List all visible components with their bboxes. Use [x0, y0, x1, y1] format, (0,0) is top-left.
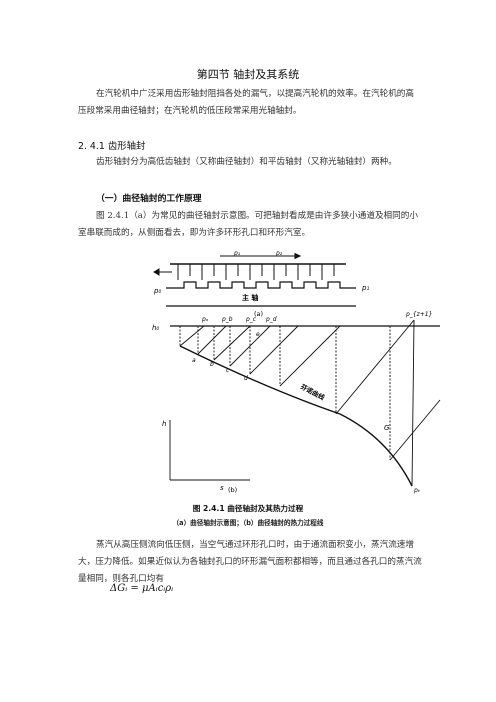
- subsub-heading: （一）曲径轴封的工作原理: [96, 194, 202, 204]
- label-d: d: [244, 375, 248, 382]
- label-h-axis: h: [162, 420, 166, 428]
- label-s-axis: s: [220, 484, 224, 492]
- isobar-lines: [179, 319, 441, 461]
- leakage-formula: ΔGᵢ = μAᵢcᵢρᵢ: [110, 583, 174, 594]
- figure-caption: 图 2.4.1 曲径轴封及其热力过程: [192, 504, 304, 513]
- figure-subcaption: （a）曲径轴封示意图；（b）曲径轴封的热力过程线: [172, 519, 324, 527]
- label-shaft: 主 轴: [242, 293, 258, 302]
- label-b: b: [210, 361, 214, 368]
- hs-diagram: [169, 319, 441, 487]
- label-c: c: [226, 367, 230, 374]
- subsection-paragraph: 齿形轴封分为高低齿轴封（又称曲径轴封）和平齿轴封（又称光轴轴封）两种。: [96, 157, 397, 167]
- label-sub-b: (b): [228, 486, 237, 494]
- label-G: G: [384, 424, 390, 432]
- subsection-heading: 2. 4.1 齿形轴封: [78, 141, 146, 152]
- seal-teeth: [177, 264, 335, 280]
- label-e: e: [256, 331, 260, 338]
- process-zigzag: [179, 326, 391, 460]
- label-pk: pₖ: [413, 487, 421, 494]
- seal-schematic: [153, 252, 356, 307]
- label-a: a: [192, 357, 196, 364]
- label-pd: p_d: [265, 316, 277, 323]
- shaft-outline: [166, 281, 356, 289]
- label-pz1: p_{z+1}: [405, 311, 432, 318]
- label-sub-a: (a): [254, 310, 263, 318]
- label-p0: p₀: [153, 287, 161, 295]
- label-h0: h₀: [152, 324, 159, 332]
- label-pa: pₐ: [201, 316, 209, 323]
- label-pc: p_c: [245, 316, 257, 323]
- label-p2-top: p₂: [275, 250, 283, 257]
- section-title: 第四节 轴封及其系统: [196, 68, 300, 81]
- label-fanno-curve: 芬诺曲线: [298, 381, 327, 402]
- labyrinth-seal-figure: p₀ p₁ p₁ p₂ 主 轴 (a): [152, 250, 441, 494]
- intro-paragraph: 在汽轮机中广泛采用齿形轴封阻挡各处的漏气，以提高汽轮机的效率。在汽轮机的高压段常…: [78, 89, 414, 116]
- label-p1: p₁: [361, 284, 369, 292]
- principle-paragraph: 图 2.4.1（a）为常见的曲径轴封示意图。可把轴封看成是由许多狭小通道及相同的…: [78, 211, 418, 238]
- label-pb: p_b: [221, 316, 233, 323]
- fanno-curve: [179, 345, 413, 487]
- label-p1-top: p₁: [233, 250, 241, 257]
- flow-paragraph: 蒸汽从高压侧流向低压侧，当空气通过环形孔口时，由于通流面积变小，蒸汽流速增大，压…: [78, 540, 422, 584]
